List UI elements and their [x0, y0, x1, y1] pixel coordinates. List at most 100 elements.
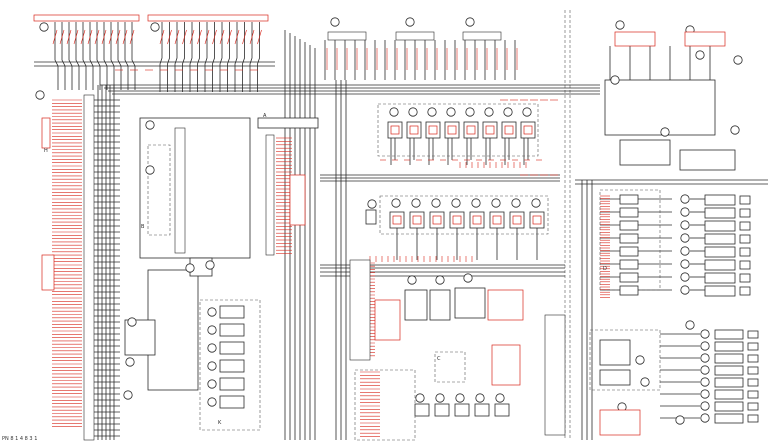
wire-label — [227, 29, 232, 45]
component-tag — [680, 194, 690, 204]
component-tag — [680, 285, 690, 295]
valve — [619, 220, 639, 231]
block-k — [199, 299, 261, 431]
component-tag — [391, 198, 401, 208]
valve — [619, 272, 639, 283]
component-tag — [695, 50, 705, 60]
wire-label — [189, 29, 195, 45]
wire-label — [197, 29, 202, 45]
footer-text: PN 8 1 4 8 3 1 — [2, 436, 38, 442]
component-tag — [733, 55, 743, 65]
sensor-box — [404, 289, 428, 321]
wire — [249, 22, 253, 92]
wire — [96, 22, 101, 90]
ecu-sub-block — [147, 144, 171, 236]
connector-right-1 — [614, 31, 656, 47]
fuse-block-2 — [147, 14, 269, 22]
wire-label — [167, 29, 172, 45]
block-label-d: D — [603, 266, 607, 272]
wire — [117, 22, 122, 90]
component-tag — [465, 107, 475, 117]
solenoid — [704, 194, 736, 206]
solenoid — [714, 377, 744, 388]
solenoid — [714, 413, 744, 424]
wire-label — [122, 29, 128, 45]
relay-group-1 — [377, 103, 539, 157]
wire-label — [52, 29, 58, 45]
solenoid-end — [739, 247, 751, 257]
wire — [167, 22, 170, 92]
relay-coil — [492, 215, 502, 225]
relay-coil — [390, 125, 400, 135]
solenoid-end — [747, 354, 759, 363]
relay — [414, 403, 430, 417]
wire-label — [174, 29, 180, 45]
relay — [219, 395, 245, 409]
solenoid-end — [747, 342, 759, 351]
wire-label — [182, 29, 187, 45]
module-right-mid — [679, 149, 736, 171]
relay-large — [599, 339, 631, 366]
component-tag — [680, 272, 690, 282]
component-tag — [145, 120, 155, 130]
relay-large — [599, 369, 631, 386]
component-tag — [491, 198, 501, 208]
relay-coil — [392, 215, 402, 225]
solenoid — [704, 272, 736, 284]
component-tag — [150, 22, 160, 32]
relay-coil — [512, 215, 522, 225]
solenoid — [714, 329, 744, 340]
connector-top-1 — [327, 31, 367, 41]
valve — [619, 207, 639, 218]
relay — [219, 359, 245, 373]
valve — [619, 246, 639, 257]
wire — [189, 22, 193, 92]
component-tag — [610, 75, 620, 85]
ecu-connector — [174, 127, 186, 254]
relay — [454, 403, 470, 417]
solenoid — [714, 389, 744, 400]
wire-label — [129, 29, 135, 45]
wire — [219, 22, 223, 92]
wire — [89, 22, 94, 90]
wire-label — [101, 29, 107, 45]
solenoid-end — [747, 378, 759, 387]
relay-coil — [532, 215, 542, 225]
relay — [494, 403, 510, 417]
solenoid-end — [747, 402, 759, 411]
component-tag — [680, 246, 690, 256]
wire — [61, 22, 66, 90]
wire — [103, 22, 108, 90]
wire — [204, 22, 208, 92]
solenoid-end — [739, 286, 751, 296]
wire-label — [115, 29, 121, 45]
main-connector — [83, 94, 95, 441]
solenoid — [714, 341, 744, 352]
component-tag — [411, 198, 421, 208]
component-tag — [446, 107, 456, 117]
component-tag — [685, 320, 695, 330]
terminal-mid — [374, 299, 401, 341]
component-tag — [207, 325, 217, 335]
solenoid — [704, 233, 736, 245]
wire — [124, 22, 129, 90]
component-tag — [635, 355, 645, 365]
component-tag — [495, 393, 505, 403]
component-tag — [640, 377, 650, 387]
wire-label — [242, 29, 247, 45]
wire — [234, 22, 238, 92]
component-tag — [700, 329, 710, 339]
component-tag — [675, 415, 685, 425]
solenoid-end — [739, 260, 751, 270]
component-tag — [35, 90, 45, 100]
component-tag — [465, 17, 475, 27]
wire-label — [212, 29, 217, 45]
component-tag — [185, 263, 195, 273]
component-tag — [531, 198, 541, 208]
solenoid — [704, 246, 736, 258]
component-tag — [123, 390, 133, 400]
relay — [474, 403, 490, 417]
component-tag — [405, 17, 415, 27]
solenoid-end — [739, 221, 751, 231]
